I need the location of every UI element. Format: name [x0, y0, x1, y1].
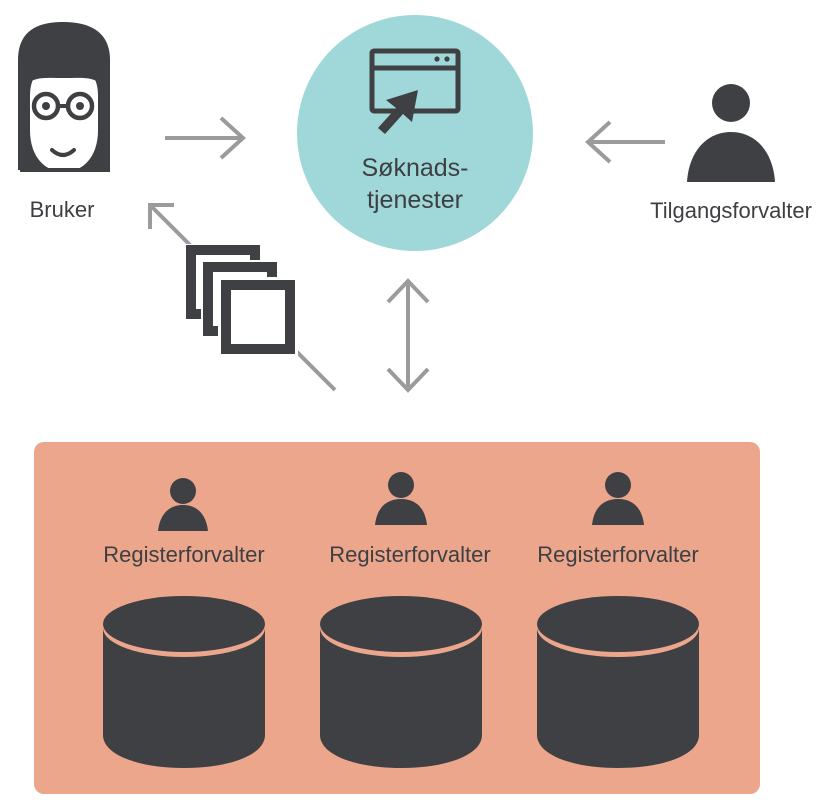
arrow-service-registers-bidirectional: [386, 278, 430, 393]
service-label-line2: tjenester: [367, 186, 463, 214]
database-icon: [103, 596, 265, 768]
access-manager-label: Tilgangsforvalter: [650, 198, 812, 223]
person-icon: [687, 84, 775, 182]
arrow-manager-to-service: [585, 120, 665, 164]
register-label: Registerforvalter: [329, 542, 490, 567]
stacked-documents-icon: [185, 244, 298, 357]
user-actor: Bruker: [18, 22, 110, 222]
database-icon: [537, 596, 699, 768]
service-node: Søknads- tjenester: [297, 15, 533, 251]
arrow-user-to-service: [165, 116, 246, 160]
service-circle: [297, 15, 533, 251]
person-icon: [592, 472, 644, 525]
database-icon: [320, 596, 482, 768]
register-column: Registerforvalter: [103, 478, 265, 768]
person-icon: [375, 472, 427, 525]
register-label: Registerforvalter: [537, 542, 698, 567]
register-label: Registerforvalter: [103, 542, 264, 567]
person-icon: [158, 478, 208, 531]
register-column: Registerforvalter: [320, 472, 491, 768]
browser-window-cursor-icon: [369, 48, 461, 134]
service-label-line1: Søknads-: [362, 154, 469, 182]
register-column: Registerforvalter: [537, 472, 699, 768]
woman-avatar-icon: [18, 22, 110, 172]
access-manager-actor: Tilgangsforvalter: [650, 84, 812, 223]
user-label: Bruker: [30, 197, 95, 222]
